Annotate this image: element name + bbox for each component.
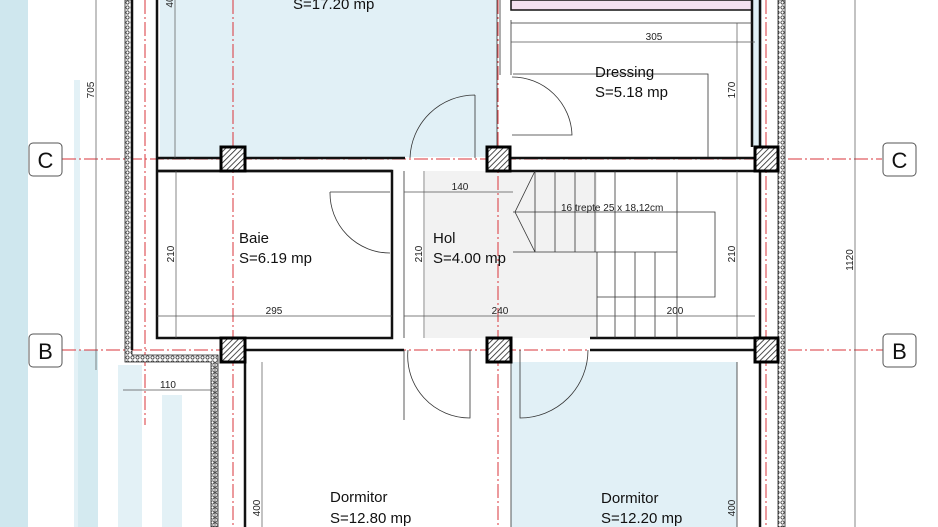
wall-b <box>243 336 760 527</box>
dormitor-right-name: Dormitor <box>601 490 659 507</box>
partition-lines <box>214 0 752 527</box>
dormitor-left-name: Dormitor <box>330 489 388 506</box>
dim-210-stairs: 210 <box>727 245 738 262</box>
dim-140: 140 <box>452 182 469 193</box>
dim-305: 305 <box>646 32 663 43</box>
stairs-label: 16 trepte 25 x 18,12cm <box>561 203 663 214</box>
dim-210-baie: 210 <box>166 245 177 262</box>
background-strip <box>0 0 28 527</box>
dim-40-top: 40 <box>165 0 176 8</box>
baie-area: S=6.19 mp <box>239 250 312 267</box>
dressing-area: S=5.18 mp <box>595 84 668 101</box>
svg-text:C: C <box>38 148 54 173</box>
background-strip <box>118 365 142 527</box>
svg-text:B: B <box>892 339 907 364</box>
dormitor-right-fill <box>511 362 737 527</box>
dormitor-left-area: S=12.80 mp <box>330 510 411 527</box>
insulation-wall-right <box>777 0 786 527</box>
dim-400-right: 400 <box>727 499 738 516</box>
dim-210-hol: 210 <box>414 245 425 262</box>
dim-705: 705 <box>86 81 97 98</box>
hol-name: Hol <box>433 230 456 247</box>
dim-170: 170 <box>727 81 738 98</box>
dim-1120: 1120 <box>845 249 856 271</box>
dormitor-right-area: S=12.20 mp <box>601 510 682 527</box>
background-strip <box>78 350 98 527</box>
dimension-lines <box>95 0 856 527</box>
baie-name: Baie <box>239 230 269 247</box>
svg-text:B: B <box>38 339 53 364</box>
wall-c <box>157 156 760 173</box>
dim-400-left: 400 <box>252 499 263 516</box>
hol-fill <box>425 171 597 338</box>
axis-label-b-right: B <box>882 333 917 368</box>
wall-right <box>750 0 762 527</box>
pink-room-fill <box>510 0 753 11</box>
background-strip <box>74 80 80 527</box>
top-room-fill <box>160 0 497 157</box>
svg-text:C: C <box>892 148 908 173</box>
dim-200: 200 <box>667 306 684 317</box>
wall-gap-fill <box>752 0 762 147</box>
door-swings <box>329 76 589 419</box>
axis-label-b-left: B <box>28 333 63 368</box>
dim-295: 295 <box>266 306 283 317</box>
axis-label-c-right: C <box>882 142 917 177</box>
dressing-shelf <box>513 73 709 157</box>
hol-area: S=4.00 mp <box>433 250 506 267</box>
staircase <box>513 170 716 338</box>
dressing-name: Dressing <box>595 64 654 81</box>
dim-110: 110 <box>160 380 176 391</box>
columns <box>219 145 780 364</box>
dim-240: 240 <box>492 306 509 317</box>
top-room-area: S=17.20 mp <box>293 0 374 13</box>
axis-label-c-left: C <box>28 142 63 177</box>
background-strip <box>162 395 182 527</box>
